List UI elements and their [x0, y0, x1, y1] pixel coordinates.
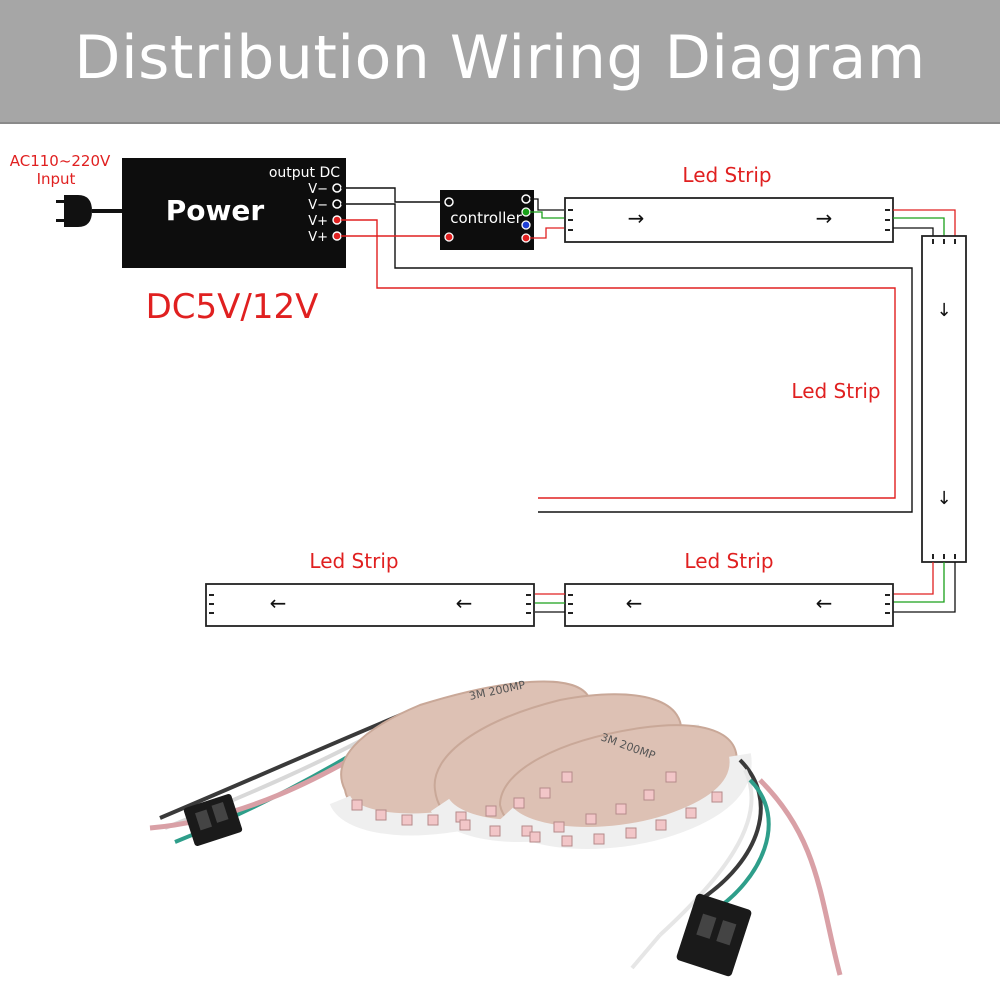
- strip-2-to-3-wires: [893, 562, 956, 613]
- strip-1-arrow-b: →: [816, 206, 833, 230]
- output-dc-label: output DC: [269, 165, 340, 181]
- strip-4-arrow-b: ←: [456, 591, 473, 615]
- input-label-line1: AC110~220V: [10, 152, 111, 170]
- strip-1-label: Led Strip: [682, 163, 771, 187]
- led-strip-4: ← ←: [205, 583, 535, 627]
- terminal-label-vneg-2: V−: [308, 198, 328, 213]
- controller: controller: [440, 190, 534, 250]
- power-supply: Power output DC V− V− V+ V+: [122, 158, 346, 268]
- terminal-vpos-2: [332, 231, 342, 241]
- strip-3-to-4-wires: [535, 593, 565, 613]
- led-strip-3: ← ←: [564, 583, 894, 627]
- page-title: Distribution Wiring Diagram: [74, 23, 926, 93]
- led-strip-2: ↓ ↓: [921, 235, 967, 563]
- terminal-label-vpos-1: V+: [308, 214, 328, 229]
- controller-to-strip-wires: [530, 198, 564, 239]
- voltage-label: DC5V/12V: [146, 287, 319, 327]
- strip-3-arrow-b: ←: [816, 591, 833, 615]
- left-connector-icon: [183, 794, 243, 846]
- strip-2-arrow-a: ↓: [936, 300, 951, 321]
- input-label-line2: Input: [37, 170, 76, 188]
- header-banner: Distribution Wiring Diagram: [0, 0, 1000, 124]
- strip-3-label: Led Strip: [684, 549, 773, 573]
- terminal-label-vneg-1: V−: [308, 182, 328, 197]
- led-strip-product-photo: 3M 200MP 3M 200MP: [149, 678, 843, 977]
- strip-1-to-2-wires: [893, 209, 956, 236]
- plug-icon: [56, 195, 122, 227]
- strip-2-label: Led Strip: [791, 379, 880, 403]
- strip-2-arrow-b: ↓: [936, 488, 951, 509]
- power-wires: [341, 187, 913, 513]
- strip-4-label: Led Strip: [309, 549, 398, 573]
- strip-1-arrow-a: →: [628, 206, 645, 230]
- terminal-label-vpos-2: V+: [308, 230, 328, 245]
- controller-label: controller: [450, 209, 522, 227]
- terminal-vpos-1: [332, 215, 342, 225]
- strip-3-arrow-a: ←: [626, 591, 643, 615]
- led-strip-1: → →: [564, 197, 894, 243]
- strip-4-arrow-a: ←: [270, 591, 287, 615]
- power-label: Power: [166, 194, 265, 227]
- right-connector-icon: [676, 893, 752, 977]
